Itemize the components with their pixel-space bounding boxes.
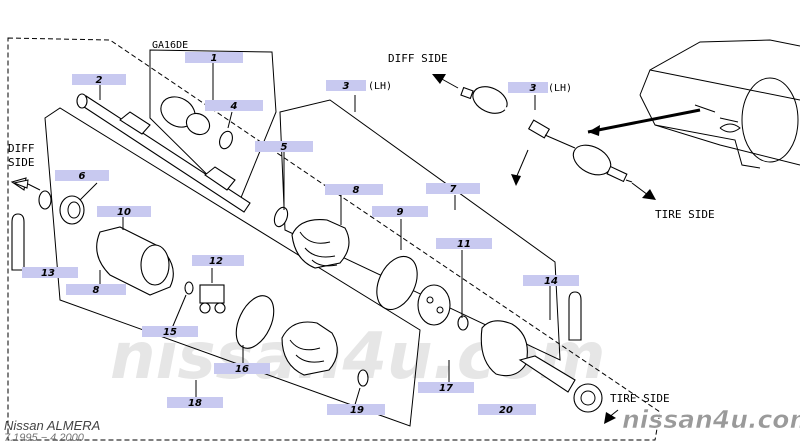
cap-14 bbox=[568, 291, 582, 341]
callout-1[interactable]: 1 bbox=[185, 52, 243, 64]
housing-10 bbox=[96, 226, 174, 296]
snap-ring-11 bbox=[457, 315, 469, 331]
boot-lower bbox=[281, 321, 338, 376]
callout-13-text: 13 bbox=[41, 268, 55, 279]
callout-9-text: 9 bbox=[397, 207, 404, 218]
outer-frame bbox=[7, 37, 661, 441]
callout-17-text: 17 bbox=[439, 383, 453, 394]
footer-brand: Nissan ALMERA bbox=[4, 418, 101, 433]
callout-11[interactable]: 11 bbox=[436, 238, 492, 250]
callout-8-lower[interactable]: 8 bbox=[66, 284, 126, 296]
diff-end bbox=[38, 190, 52, 210]
callout-4-text: 4 bbox=[230, 101, 238, 112]
ga16de-inset-frame bbox=[149, 49, 277, 206]
callout-8-lower-text: 8 bbox=[93, 285, 100, 296]
diff-side-label-left-line1: DIFF bbox=[8, 142, 35, 155]
callout-11-text: 11 bbox=[457, 239, 471, 250]
callout-19-text: 19 bbox=[350, 405, 364, 416]
callout-18-text: 18 bbox=[188, 398, 202, 409]
outer-joint bbox=[480, 320, 576, 393]
cap-13 bbox=[11, 213, 25, 271]
lh-suffix-right: (LH) bbox=[548, 83, 572, 94]
callout-13[interactable]: 13 bbox=[22, 267, 78, 279]
leader-lines bbox=[30, 62, 551, 409]
callout-7-text: 7 bbox=[450, 184, 457, 195]
callout-15[interactable]: 15 bbox=[142, 326, 198, 338]
callout-17[interactable]: 17 bbox=[418, 382, 474, 394]
callout-6[interactable]: 6 bbox=[55, 170, 109, 182]
band-19 bbox=[357, 369, 369, 387]
footer: Nissan ALMERA 7.1995 − 4.2000 bbox=[4, 418, 101, 444]
watermark-corner: nissan4u.com bbox=[622, 405, 800, 434]
tire-side-label-bottom: TIRE SIDE bbox=[610, 392, 670, 405]
ga16de-joint bbox=[160, 96, 233, 150]
spider-12 bbox=[199, 284, 226, 314]
diff-side-label-top: DIFF SIDE bbox=[388, 52, 448, 65]
callout-3-left-text: 3 bbox=[343, 81, 350, 92]
callout-3-right-text: 3 bbox=[530, 83, 537, 94]
callout-3-right[interactable]: 3 bbox=[508, 82, 548, 94]
callout-3-left[interactable]: 3 bbox=[326, 80, 366, 92]
seal-6 bbox=[59, 195, 85, 225]
model-label: GA16DE bbox=[152, 40, 188, 51]
car-outline bbox=[587, 39, 800, 169]
ring-15 bbox=[184, 281, 194, 295]
washer-20-hole bbox=[580, 390, 596, 406]
callout-18[interactable]: 18 bbox=[167, 397, 223, 409]
callout-19[interactable]: 19 bbox=[327, 404, 385, 416]
callout-4[interactable]: 4 bbox=[205, 100, 263, 112]
callout-2-text: 2 bbox=[96, 75, 103, 86]
callout-20-text: 20 bbox=[499, 405, 513, 416]
callout-8-upper-text: 8 bbox=[353, 185, 360, 196]
diff-side-label-left-line2: SIDE bbox=[8, 156, 35, 169]
lh-suffix-left: (LH) bbox=[368, 81, 392, 92]
tire-side-label-right: TIRE SIDE bbox=[655, 208, 715, 221]
callout-20[interactable]: 20 bbox=[478, 404, 536, 416]
footer-years: 7.1995 − 4.2000 bbox=[4, 432, 84, 444]
assembled-shaft bbox=[460, 86, 633, 183]
arrow-down bbox=[511, 149, 529, 186]
boot-upper bbox=[291, 219, 350, 269]
callout-8-upper[interactable]: 8 bbox=[325, 184, 383, 196]
callout-7[interactable]: 7 bbox=[426, 183, 480, 195]
diff-side-arrow-top bbox=[432, 74, 459, 89]
band-9 bbox=[376, 255, 418, 311]
callout-10[interactable]: 10 bbox=[97, 206, 151, 218]
callout-1-text: 1 bbox=[211, 53, 218, 64]
tire-side-arrow-bottom bbox=[604, 409, 619, 424]
diff-side-arrow-left bbox=[10, 177, 41, 191]
callout-12-text: 12 bbox=[209, 256, 223, 267]
tire-side-arrow-right bbox=[631, 182, 656, 200]
washer-20 bbox=[573, 383, 603, 413]
callout-12[interactable]: 12 bbox=[192, 255, 244, 267]
callout-10-text: 10 bbox=[117, 207, 131, 218]
callout-9[interactable]: 9 bbox=[372, 206, 428, 218]
ball-cage bbox=[417, 284, 451, 326]
callout-14[interactable]: 14 bbox=[523, 275, 579, 287]
callout-5-text: 5 bbox=[281, 142, 288, 153]
callout-2[interactable]: 2 bbox=[72, 74, 126, 86]
callout-16[interactable]: 16 bbox=[214, 363, 270, 375]
callout-16-text: 16 bbox=[235, 364, 249, 375]
callout-6-text: 6 bbox=[79, 171, 86, 182]
shaft-part bbox=[76, 93, 251, 213]
callout-5[interactable]: 5 bbox=[255, 141, 313, 153]
band-5 bbox=[273, 206, 289, 228]
callout-14-text: 14 bbox=[544, 276, 558, 287]
callout-15-text: 15 bbox=[163, 327, 177, 338]
